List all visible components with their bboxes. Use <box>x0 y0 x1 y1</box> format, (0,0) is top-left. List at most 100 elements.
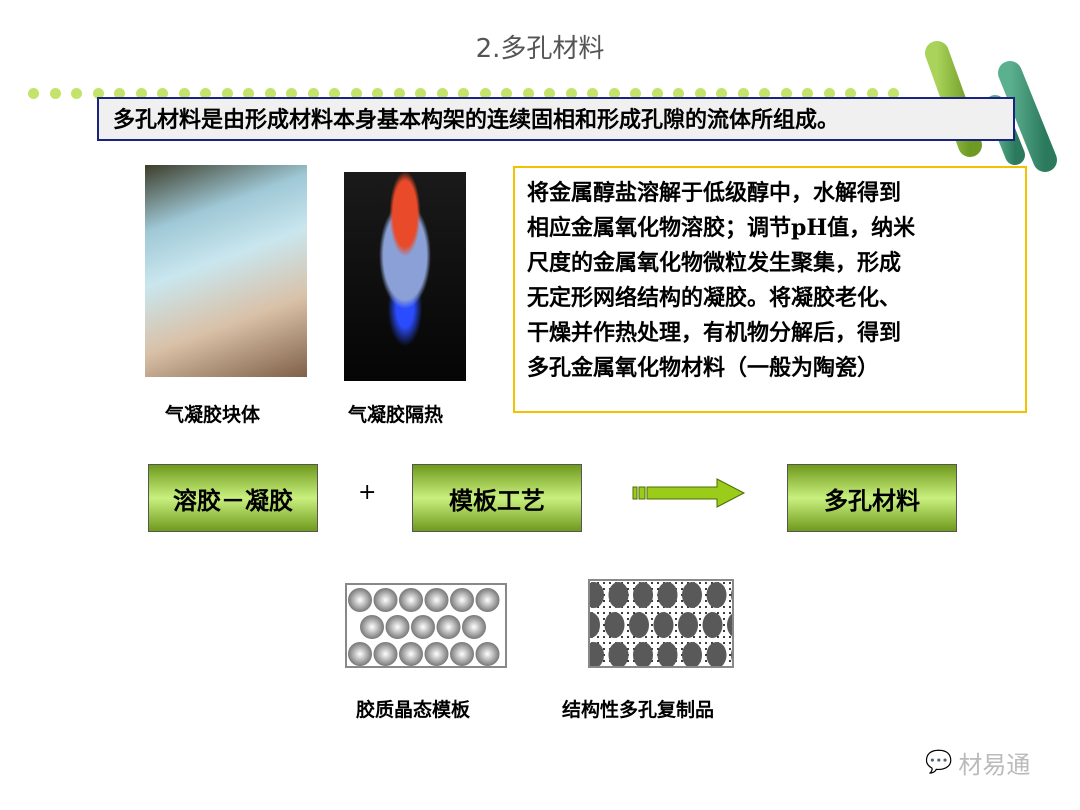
dot <box>501 88 512 99</box>
sphere <box>399 588 423 612</box>
dot <box>845 88 856 99</box>
sphere <box>475 642 500 666</box>
dot <box>49 88 61 99</box>
dot <box>673 88 684 99</box>
watermark-text: 材易通 <box>958 751 1031 779</box>
dot <box>243 88 254 99</box>
wechat-icon: 💬 <box>925 750 953 775</box>
dot <box>372 88 383 99</box>
dot <box>587 88 598 99</box>
dot <box>329 88 340 99</box>
sol-gel-box: 溶胶－凝胶 <box>148 464 318 532</box>
sphere <box>360 615 384 639</box>
dot <box>264 88 276 99</box>
text-line: 干燥并作热处理，有机物分解后，得到 <box>527 320 902 346</box>
dot <box>737 88 749 99</box>
dot <box>716 88 727 99</box>
dot <box>651 88 663 99</box>
text-line: 将金属醇盐溶解于低级醇中，水解得到 <box>527 180 902 206</box>
dot <box>114 88 125 99</box>
dot <box>479 88 491 99</box>
dot <box>866 88 878 99</box>
pore <box>657 642 678 666</box>
pore <box>633 582 653 608</box>
dot <box>823 88 835 99</box>
pore <box>727 613 732 637</box>
pore <box>653 612 674 638</box>
sphere <box>424 588 449 612</box>
sphere <box>348 642 372 666</box>
decorative-dots <box>28 88 899 99</box>
dot <box>221 88 233 99</box>
pore <box>702 612 723 638</box>
dot <box>759 88 770 99</box>
pore <box>608 642 629 666</box>
plus-sign: + <box>358 480 377 505</box>
text-line: 多孔金属氧化物材料（一般为陶瓷） <box>527 355 880 381</box>
dot <box>802 88 813 99</box>
template-process-box: 模板工艺 <box>412 464 582 532</box>
pore <box>590 642 604 666</box>
text-line: 尺度的金属氧化物微粒发生聚集，形成 <box>527 250 902 276</box>
sphere <box>411 615 435 639</box>
dot <box>544 88 555 99</box>
dot <box>888 88 899 99</box>
dot <box>608 88 620 99</box>
pore <box>657 582 678 608</box>
dot <box>157 88 168 99</box>
dot <box>458 88 469 99</box>
sphere <box>462 615 486 639</box>
dot <box>393 88 405 99</box>
sphere <box>385 615 410 639</box>
porous-replica-figure <box>588 579 734 668</box>
pore <box>604 612 625 638</box>
pore <box>590 582 604 608</box>
process-description: 将金属醇盐溶解于低级醇中，水解得到 相应金属氧化物溶胶；调节pH值，纳米 尺度的… <box>513 166 1027 413</box>
pore <box>678 612 698 638</box>
dot <box>565 88 577 99</box>
pore <box>731 589 732 601</box>
aerogel-insulation-photo <box>344 172 466 381</box>
dot <box>135 88 147 99</box>
dot <box>630 88 641 99</box>
definition-box: 多孔材料是由形成材料本身基本构架的连续固相和形成孔隙的流体所组成。 <box>97 97 1015 141</box>
sphere <box>450 642 474 666</box>
dot <box>780 88 792 99</box>
sphere <box>348 588 372 612</box>
sphere <box>475 588 500 612</box>
photo-caption: 气凝胶隔热 <box>348 404 444 426</box>
dot <box>178 88 190 99</box>
pore <box>731 649 732 661</box>
slide-title: 2.多孔材料 <box>475 34 605 64</box>
pore <box>706 642 727 666</box>
colloidal-crystal-template-figure <box>345 583 507 668</box>
dot <box>694 88 706 99</box>
figure-caption: 胶质晶态模板 <box>356 699 471 721</box>
dot <box>28 88 39 99</box>
pore <box>590 612 600 638</box>
dot <box>92 88 104 99</box>
dot <box>350 88 362 99</box>
dot <box>307 88 319 99</box>
pore <box>682 642 702 666</box>
dot <box>436 88 448 99</box>
watermark: 💬 材易通 <box>925 745 1030 780</box>
text-line: 无定形网络结构的凝胶。将凝胶老化、 <box>527 285 902 311</box>
sphere <box>450 588 474 612</box>
sphere <box>424 642 449 666</box>
pore <box>682 582 702 608</box>
photo-caption: 气凝胶块体 <box>165 404 261 426</box>
sphere <box>373 588 398 612</box>
dot <box>415 88 426 99</box>
pore <box>633 642 653 666</box>
dot <box>286 88 297 99</box>
dot <box>71 88 82 99</box>
aerogel-block-photo <box>145 165 307 377</box>
dot <box>522 88 534 99</box>
sphere <box>399 642 423 666</box>
pore <box>706 582 727 608</box>
dot <box>200 88 211 99</box>
sphere <box>436 615 461 639</box>
figure-caption: 结构性多孔复制品 <box>562 699 715 721</box>
